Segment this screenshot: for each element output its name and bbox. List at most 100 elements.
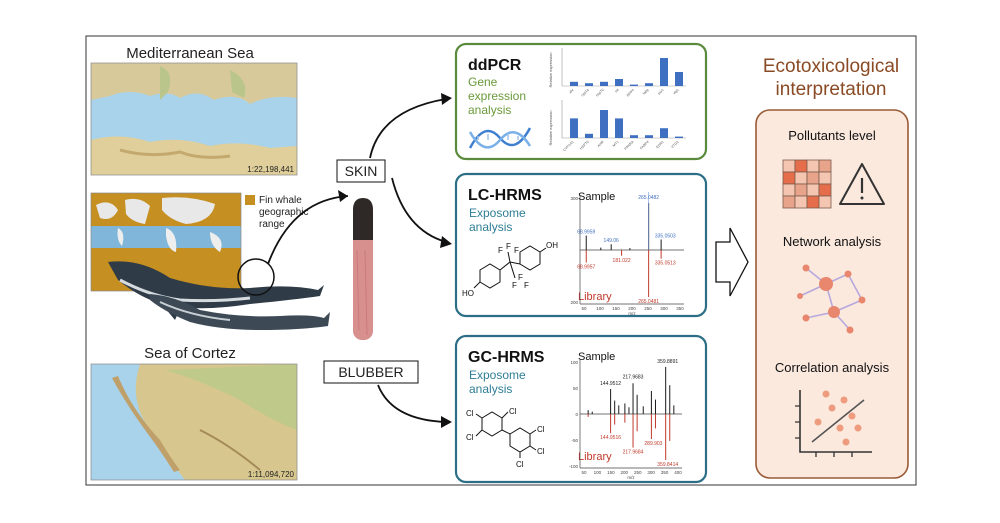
ddpcr-bottom-tick-label: AHR <box>597 140 605 148</box>
gchrms-subtitle-2: analysis <box>469 382 512 396</box>
gc-spectrum-ytick: -50 <box>571 438 578 443</box>
ddpcr-top-bar <box>645 83 653 86</box>
gc-spectrum-ytick: -100 <box>569 464 579 469</box>
bisphenol-af-structure <box>473 245 547 289</box>
heatmap-cell <box>794 195 808 209</box>
blubber-label: BLUBBER <box>338 364 403 380</box>
gc-spectrum-ytick: 0 <box>575 412 578 417</box>
mediterranean-title: Mediterranean Sea <box>126 45 254 62</box>
gc-spectrum-xunit: m/z <box>627 475 635 480</box>
bpaf-f1: F <box>498 246 503 255</box>
gc-spectrum-sample-peak-label: 217.9683 <box>623 374 644 380</box>
arrowhead-lchrms <box>440 236 452 248</box>
skin-label-box <box>336 159 386 183</box>
bpaf-f2: F <box>506 242 511 251</box>
heatmap-cell <box>782 195 796 209</box>
cortez-title: Sea of Cortez <box>144 345 236 362</box>
mediterranean-map: 1:22,198,441 <box>90 62 298 176</box>
network-graph-icon <box>797 264 866 334</box>
gc-spectrum-ytick: 100 <box>570 360 578 365</box>
ddpcr-bottom-tick-label: MT1 <box>612 140 620 148</box>
fin-whale-illustration <box>108 261 330 330</box>
gchrms-library-label: Library <box>578 451 612 463</box>
ddpcr-title: ddPCR <box>468 57 522 74</box>
ddpcr-subtitle-3: analysis <box>468 103 511 117</box>
lc-spectrum-xtick: 350 <box>676 306 684 311</box>
lc-spectrum-library-peak-label: 68.9957 <box>577 264 595 270</box>
ddpcr-top-bar <box>570 81 578 86</box>
bpaf-f4: F <box>518 273 523 282</box>
gc-spectrum-xtick: 50 <box>581 470 587 475</box>
arrow-blubber-to-gchrms <box>377 384 447 423</box>
ddpcr-top-tick-label: fabp <box>642 88 650 96</box>
warning-icon <box>839 163 885 205</box>
ddpcr-bottom-tick-label: PPARA <box>624 139 636 151</box>
gc-spectrum-library-peak-label: 359.8414 <box>657 462 678 468</box>
arrowhead-ddpcr <box>441 93 452 105</box>
lc-spectrum-ytick: 300 <box>570 196 578 201</box>
lc-spectrum-sample-peak-label: 68.9959 <box>577 230 595 236</box>
biopsy-arrow <box>267 195 349 265</box>
gc-spectrum-library-peak-label: 289.903 <box>644 441 662 447</box>
heatmap-cell <box>782 183 796 197</box>
gchrms-mirror-spectrum: Sample Library 359.8891217.9683144.95121… <box>569 351 682 480</box>
gc-spectrum-sample-peak-label: 359.8891 <box>657 359 678 365</box>
pcb-cl-6: Cl <box>516 460 524 469</box>
pcb-cl-5: Cl <box>537 447 545 456</box>
range-legend-line-3: range <box>259 219 285 230</box>
big-right-arrow <box>715 227 749 297</box>
ddpcr-bar-charts: Relative expression Relative expression … <box>548 48 686 152</box>
heatmap-cell <box>782 159 796 173</box>
bpaf-oh-left: HO <box>462 289 474 298</box>
ddpcr-top-bar <box>615 79 623 86</box>
gc-spectrum-library-peak-label: 217.9684 <box>623 450 644 456</box>
ddpcr-bottom-tick-label: VTG1 <box>670 140 679 149</box>
ddpcr-top-bar <box>600 81 608 86</box>
gc-spectrum-xtick: 200 <box>621 470 629 475</box>
bpaf-oh-right: OH <box>546 241 558 250</box>
ddpcr-subtitle-2: expression <box>468 89 526 103</box>
ddpcr-top-tick-label: mt <box>614 88 620 94</box>
lc-spectrum-ytick: 200 <box>570 300 578 305</box>
pcb-cl-3: Cl <box>466 433 474 442</box>
lc-spectrum-xtick: 250 <box>644 306 652 311</box>
pollutants-heatmap-icon <box>782 159 832 209</box>
heatmap-cell <box>806 183 820 197</box>
gc-spectrum-xtick: 100 <box>594 470 602 475</box>
gc-spectrum-xtick: 150 <box>607 470 615 475</box>
dna-helix-icon <box>468 127 532 149</box>
arrow-skin-to-ddpcr <box>369 98 447 159</box>
gc-spectrum-xtick: 250 <box>634 470 642 475</box>
ddpcr-panel <box>454 42 708 161</box>
heatmap-cell <box>782 171 796 185</box>
lchrms-subtitle-1: Exposome <box>469 206 526 220</box>
bpaf-f6: F <box>512 281 517 290</box>
ddpcr-bottom-bar <box>615 118 623 138</box>
heatmap-cell <box>794 159 808 173</box>
heatmap-cell <box>818 195 832 209</box>
ddpcr-bottom-bar <box>630 135 638 138</box>
ddpcr-top-tick-label: vtg1 <box>672 88 680 96</box>
eco-panel <box>755 109 909 479</box>
range-legend-swatch <box>245 195 255 205</box>
lc-spectrum-sample-peak-label: 149.06 <box>604 238 620 244</box>
ddpcr-subtitle-1: Gene <box>468 75 498 89</box>
bpaf-f3: F <box>514 246 519 255</box>
gc-spectrum-library-peak-label: 144.9516 <box>600 435 621 441</box>
eco-correlation-label: Correlation analysis <box>775 360 890 375</box>
pcb-structure <box>475 411 537 458</box>
gchrms-panel <box>454 334 708 484</box>
ddpcr-top-tick-label: ahr <box>568 87 575 94</box>
ddpcr-top-tick-label: esr1 <box>657 88 665 96</box>
gc-spectrum-xtick: 350 <box>661 470 669 475</box>
cortez-scale: 1:11,094,720 <box>248 470 295 479</box>
biopsy-location-circle <box>237 258 275 296</box>
ddpcr-bottom-bar <box>675 136 683 138</box>
pcb-cl-1: Cl <box>466 409 474 418</box>
gchrms-sample-label: Sample <box>578 351 615 363</box>
heatmap-cell <box>794 171 808 185</box>
ddpcr-bottom-bar <box>645 135 653 138</box>
ddpcr-bottom-bar <box>570 118 578 138</box>
lc-spectrum-library-peak-label: 181.022 <box>613 258 631 264</box>
